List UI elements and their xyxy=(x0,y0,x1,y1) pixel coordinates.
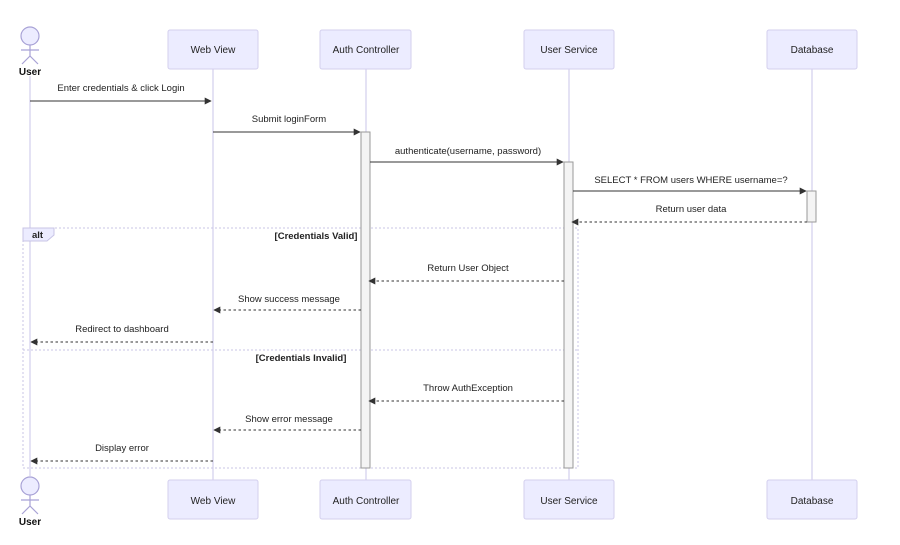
actor-user-top: User xyxy=(19,26,41,78)
participant-web-view-top: Web View xyxy=(167,29,259,70)
actor-user-label: User xyxy=(19,67,41,78)
message-label-11: Display error xyxy=(95,443,149,454)
actor-user-label: User xyxy=(19,517,41,528)
participants-top: User Web View Auth Controller User Servi… xyxy=(19,26,858,78)
alt-condition-invalid: [Credentials Invalid] xyxy=(256,353,347,364)
message-label-6: Return User Object xyxy=(427,263,509,274)
messages: Enter credentials & click Login Submit l… xyxy=(30,83,807,465)
activation-database xyxy=(806,190,817,223)
participant-database-label: Database xyxy=(791,496,834,507)
alt-frame-tag xyxy=(22,227,55,242)
message-label-1: Enter credentials & click Login xyxy=(57,83,184,94)
participant-web-view-label: Web View xyxy=(191,45,236,56)
lifelines xyxy=(29,69,813,480)
message-label-10: Show error message xyxy=(245,414,333,425)
activation-user-service xyxy=(563,161,574,469)
participant-auth-controller-label: Auth Controller xyxy=(333,45,400,56)
alt-frame: alt [Credentials Valid] [Credentials Inv… xyxy=(22,227,579,469)
activations xyxy=(360,131,817,469)
participant-auth-controller-top: Auth Controller xyxy=(319,29,412,70)
alt-frame-label: alt xyxy=(32,230,44,241)
participant-user-service-label: User Service xyxy=(540,496,598,507)
user-figure-icon xyxy=(20,26,40,46)
user-figure-icon xyxy=(20,476,40,496)
message-label-8: Redirect to dashboard xyxy=(75,324,168,335)
actor-user-bottom: User xyxy=(19,476,41,528)
participant-database-bottom: Database xyxy=(766,479,858,520)
participant-user-service-label: User Service xyxy=(540,45,598,56)
participant-auth-controller-bottom: Auth Controller xyxy=(319,479,412,520)
message-label-3: authenticate(username, password) xyxy=(395,146,541,157)
message-label-5: Return user data xyxy=(656,204,727,215)
activation-auth-controller xyxy=(360,131,371,469)
participant-web-view-label: Web View xyxy=(191,496,236,507)
message-label-4: SELECT * FROM users WHERE username=? xyxy=(594,175,787,186)
message-label-7: Show success message xyxy=(238,294,340,305)
participant-database-label: Database xyxy=(791,45,834,56)
alt-condition-valid: [Credentials Valid] xyxy=(275,231,358,242)
participant-user-service-top: User Service xyxy=(523,29,615,70)
participant-auth-controller-label: Auth Controller xyxy=(333,496,400,507)
participant-web-view-bottom: Web View xyxy=(167,479,259,520)
participant-database-top: Database xyxy=(766,29,858,70)
participant-user-service-bottom: User Service xyxy=(523,479,615,520)
message-label-2: Submit loginForm xyxy=(252,114,327,125)
message-label-9: Throw AuthException xyxy=(423,383,513,394)
participants-bottom: User Web View Auth Controller User Servi… xyxy=(19,476,858,528)
